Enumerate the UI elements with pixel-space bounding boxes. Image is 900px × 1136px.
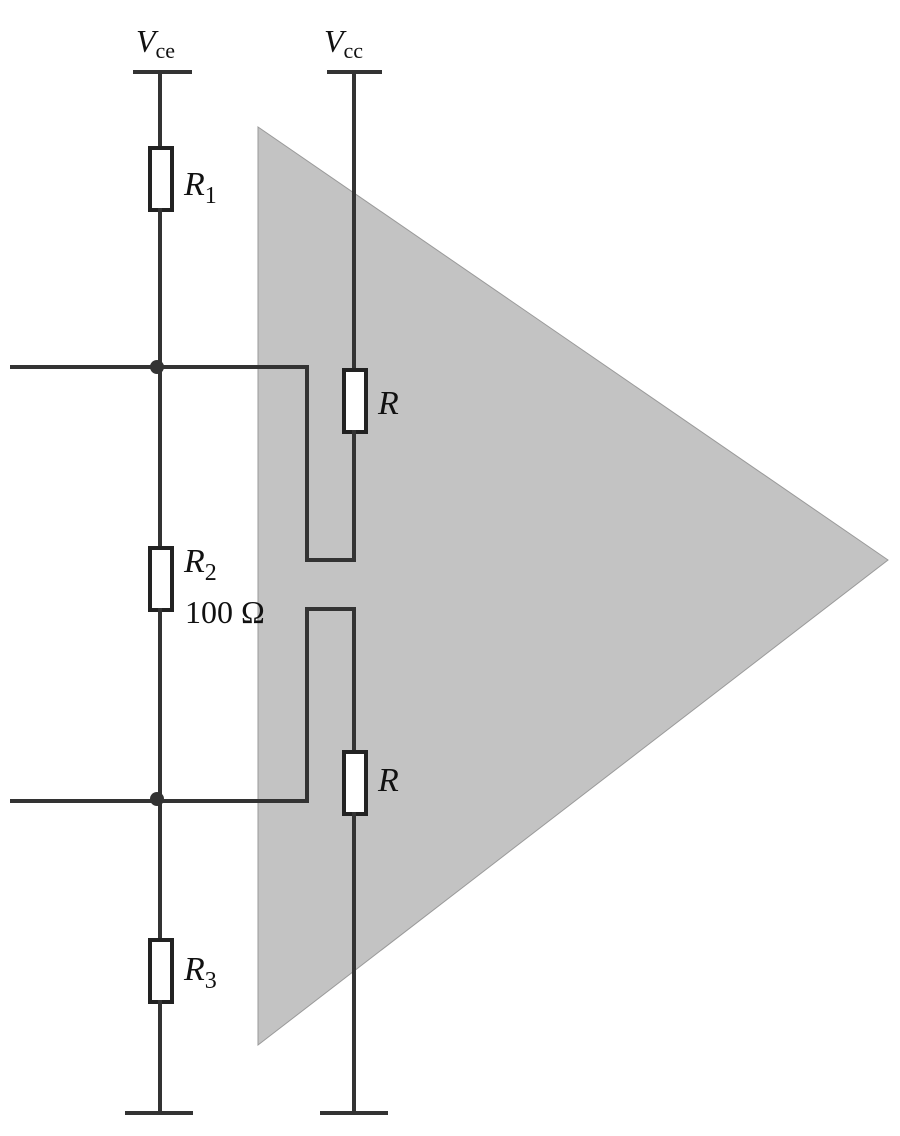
label-r-top: R (377, 385, 399, 422)
resistor-r2 (148, 546, 174, 612)
label-r2: R2 (183, 543, 217, 586)
label-vce: Vce (136, 23, 175, 63)
label-r2-value: 100 Ω (185, 594, 265, 630)
input-wire-top (10, 365, 356, 562)
label-r-bottom: R (377, 762, 399, 799)
amplifier-triangle (257, 126, 889, 1047)
input-wire-bottom (10, 607, 356, 803)
resistor-r-bottom (342, 750, 368, 816)
resistor-r3 (148, 938, 174, 1004)
resistor-r-top (342, 368, 368, 434)
label-r3: R3 (183, 951, 217, 994)
label-vcc: Vcc (324, 23, 363, 63)
label-r1: R1 (183, 166, 217, 209)
resistor-r1 (148, 146, 174, 212)
